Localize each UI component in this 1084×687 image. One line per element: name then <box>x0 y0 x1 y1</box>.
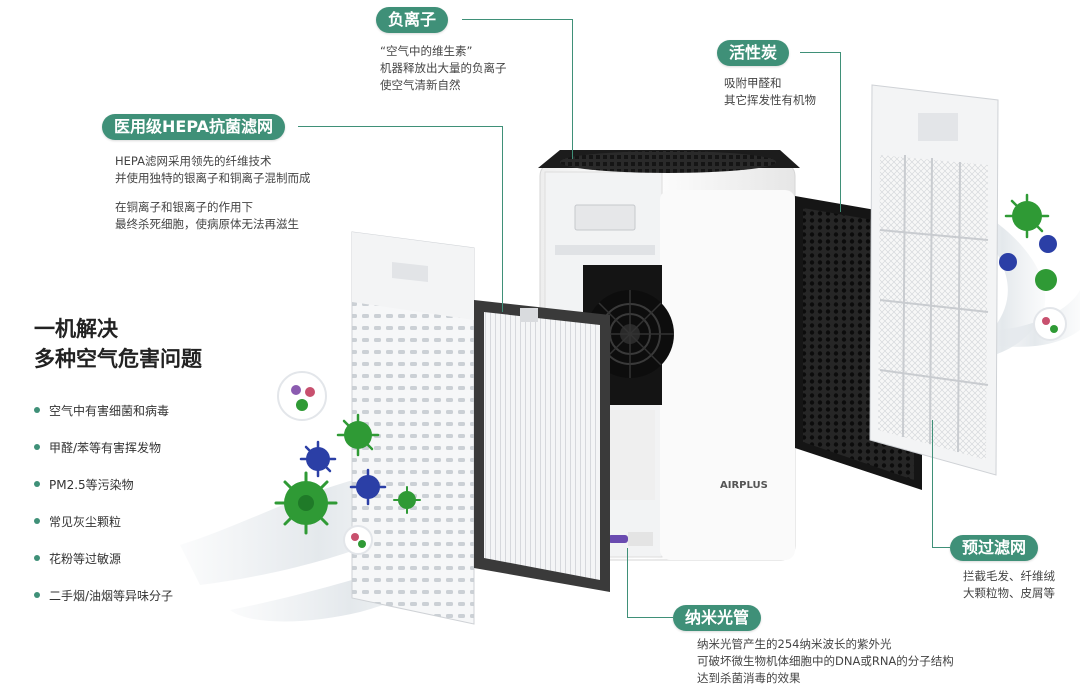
green-virus-icon <box>1004 193 1050 239</box>
benefit-item: 二手烟/油烟等异味分子 <box>34 587 173 624</box>
bullet-dot-icon <box>34 592 40 598</box>
green-virus-icon <box>393 486 421 514</box>
prefilter-description: 拦截毛发、纤维绒 大颗粒物、皮屑等 <box>963 569 1055 600</box>
bullet-dot-icon <box>34 481 40 487</box>
green-virus-icon <box>336 413 380 457</box>
green-virus-icon <box>1035 269 1057 291</box>
carbon-leader-v <box>840 52 841 212</box>
prefilter-title: 预过滤网 <box>950 535 1039 561</box>
front-panel <box>351 231 475 625</box>
hepa-description: HEPA滤网采用领先的纤维技术 并使用独特的银离子和铜离子混制而成 在铜离子和银… <box>115 154 311 231</box>
hepa-title: 医用级HEPA抗菌滤网 <box>102 114 285 140</box>
bullet-dot-icon <box>34 518 40 524</box>
benefit-item: 花粉等过敏源 <box>34 550 173 587</box>
nanotube-description: 纳米光管产生的254纳米波长的紫外光 可破坏微生物机体细胞中的DNA或RNA的分… <box>697 637 954 685</box>
nanotube-leader-h <box>627 617 673 618</box>
carbon-leader-h <box>800 52 840 53</box>
hepa-leader-v <box>502 126 503 312</box>
hepa-filter <box>474 300 610 592</box>
blue-virus-icon <box>349 468 387 506</box>
bacteria-bubble-icon <box>1033 307 1067 341</box>
nanotube-title: 纳米光管 <box>673 605 762 631</box>
nanotube-leader-v <box>627 548 628 617</box>
blue-virus-icon <box>999 253 1017 271</box>
bullet-dot-icon <box>34 555 40 561</box>
benefit-item: 甲醛/苯等有害挥发物 <box>34 439 173 476</box>
anion-leader-h <box>462 19 572 20</box>
anion-description: “空气中的维生素” 机器释放出大量的负离子 使空气清新自然 <box>380 44 507 92</box>
bacteria-bubble-icon <box>343 525 373 555</box>
benefit-item: PM2.5等污染物 <box>34 476 173 513</box>
benefit-item: 常见灰尘颗粒 <box>34 513 173 550</box>
anion-leader-v <box>572 19 573 159</box>
carbon-description: 吸附甲醛和 其它挥发性有机物 <box>724 76 816 107</box>
anion-title: 负离子 <box>376 7 449 33</box>
headline: 一机解决 多种空气危害问题 <box>34 317 202 371</box>
hepa-leader-h <box>298 126 502 127</box>
prefilter-leader-h <box>932 547 950 548</box>
prefilter-leader-v <box>932 420 933 547</box>
green-virus-icon <box>274 471 338 535</box>
carbon-title: 活性炭 <box>717 40 790 66</box>
bullet-dot-icon <box>34 407 40 413</box>
benefit-item: 空气中有害细菌和病毒 <box>34 402 173 439</box>
benefit-list: 空气中有害细菌和病毒 甲醛/苯等有害挥发物 PM2.5等污染物 常见灰尘颗粒 花… <box>34 402 173 624</box>
pre-filter <box>869 84 999 476</box>
blue-virus-icon <box>299 440 337 478</box>
bullet-dot-icon <box>34 444 40 450</box>
brand-logo: AIRPLUS <box>720 480 768 491</box>
bacteria-bubble-icon <box>277 371 327 421</box>
blue-virus-icon <box>1039 235 1057 253</box>
